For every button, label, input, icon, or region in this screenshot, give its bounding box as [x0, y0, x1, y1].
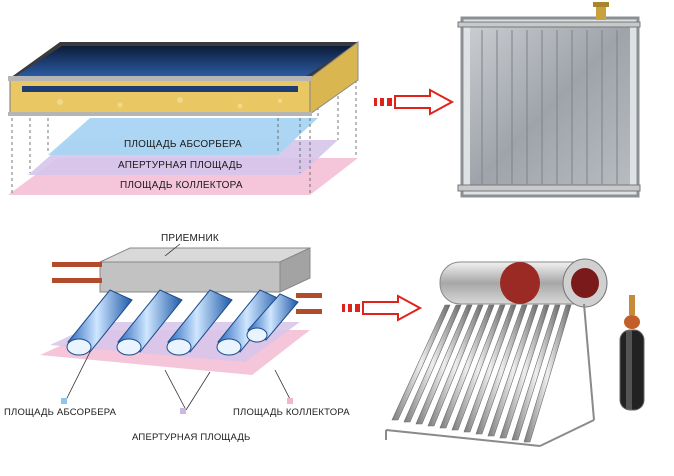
evacuated-tube-heater-photo	[385, 258, 645, 447]
flat-plate-collector-photo	[457, 2, 641, 198]
absorber-area-plane	[48, 118, 318, 155]
bottom-aperture-area-label: АПЕРТУРНАЯ ПЛОЩАДЬ	[132, 432, 251, 443]
arrow-top	[374, 88, 455, 116]
bottom-absorber-area-label: ПЛОЩАДЬ АБСОРБЕРА	[4, 407, 117, 418]
flat-plate-collector-diagram	[8, 41, 359, 195]
collector-area-label: ПЛОЩАДЬ КОЛЛЕКТОРА	[120, 180, 243, 191]
bottom-collector-area-label: ПЛОЩАДЬ КОЛЛЕКТОРА	[233, 407, 350, 418]
evacuated-tube-collector-diagram	[40, 243, 322, 414]
absorber-area-label: ПЛОЩАДЬ АБСОРБЕРА	[124, 139, 242, 150]
arrow-bottom	[342, 294, 423, 322]
aperture-area-label: АПЕРТУРНАЯ ПЛОЩАДЬ	[118, 160, 243, 171]
receiver-label: ПРИЕМНИК	[161, 233, 219, 244]
